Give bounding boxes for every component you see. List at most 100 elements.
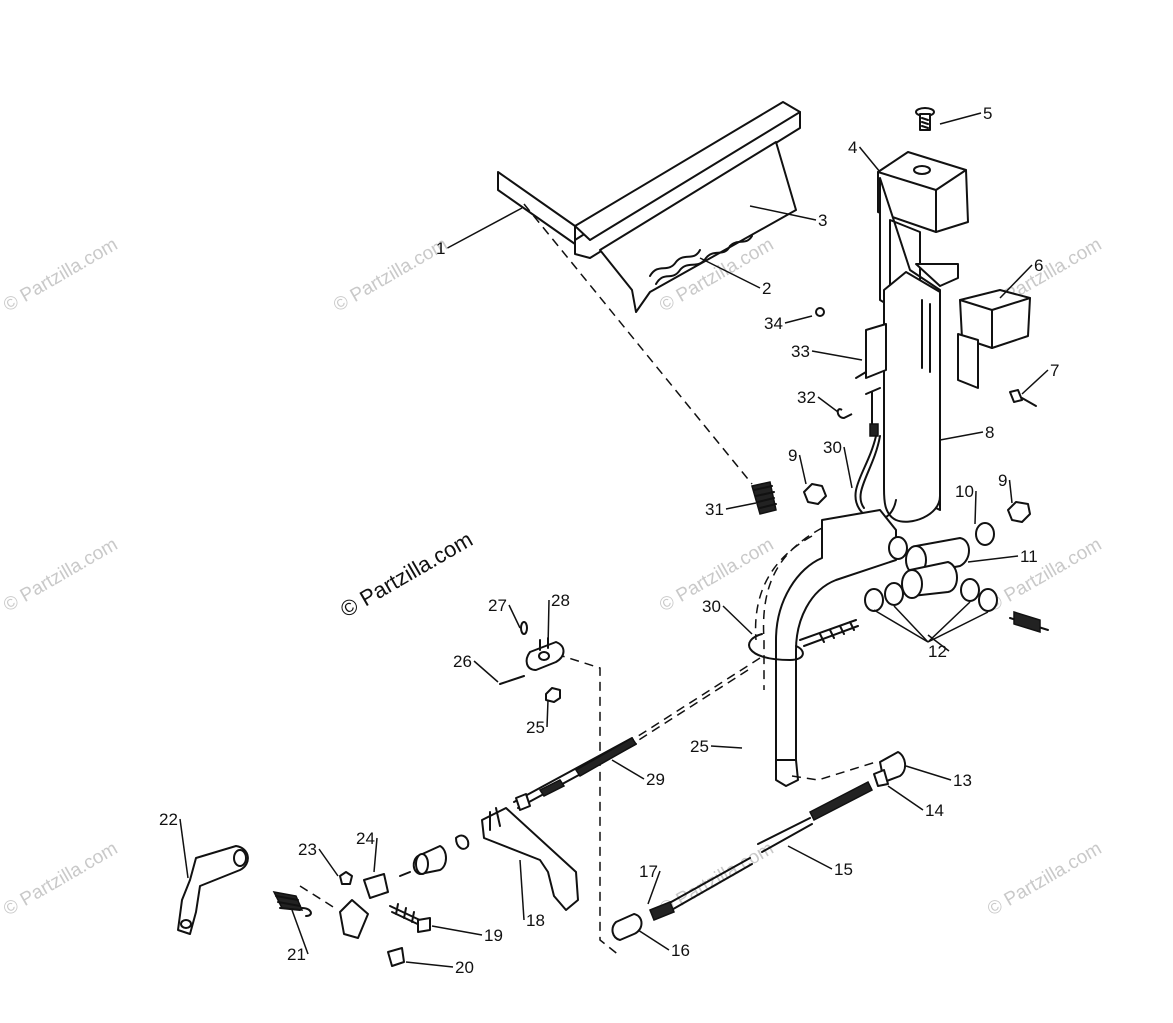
- callout-label: 18: [526, 911, 545, 930]
- callout-leader: [547, 599, 550, 649]
- cable-clip-lower: [748, 633, 804, 661]
- lever-part: [879, 177, 959, 523]
- callout-label: 14: [925, 801, 944, 820]
- linkage-part: [499, 621, 565, 703]
- callout-leader: [179, 818, 189, 879]
- callout-leader: [647, 870, 661, 905]
- routing-lines: [299, 203, 877, 957]
- callout-label: 25: [526, 718, 545, 737]
- callout-leader: [858, 146, 881, 173]
- callout-leader: [1008, 479, 1013, 504]
- callout-leader: [637, 929, 670, 951]
- callout-label: 33: [791, 342, 810, 361]
- callout-leader: [373, 837, 378, 873]
- fitting-part: [339, 845, 447, 967]
- callout-label: 21: [287, 945, 306, 964]
- callout-leader: [519, 859, 525, 921]
- watermark: © Partzilla.com: [0, 234, 121, 316]
- callout-leader: [725, 502, 757, 510]
- callout-label: 8: [985, 423, 994, 442]
- lower-spring-part: [272, 890, 312, 917]
- callout-label: 12: [928, 642, 947, 661]
- callout-leader: [811, 350, 863, 361]
- callout-leader: [974, 490, 977, 525]
- callout-label: 15: [834, 860, 853, 879]
- callout-leader: [873, 609, 929, 643]
- callout-leader: [508, 604, 521, 629]
- callout-label: 2: [762, 279, 771, 298]
- callout-label: 16: [671, 941, 690, 960]
- callout-label: 34: [764, 314, 783, 333]
- callout-leader: [927, 611, 989, 643]
- callout-label: 20: [455, 958, 474, 977]
- cap-part: [877, 151, 969, 233]
- bolt-part: [915, 107, 935, 131]
- callout-label: 27: [488, 596, 507, 615]
- callout-leader: [927, 601, 971, 643]
- callout-label: 26: [453, 652, 472, 671]
- callout-leader: [784, 315, 813, 324]
- bracket-assembly: [497, 101, 801, 313]
- watermark: © Partzilla.com: [984, 838, 1105, 920]
- callout-label: 31: [705, 500, 724, 519]
- cable-loop-upper: [854, 435, 897, 521]
- callout-leader: [999, 264, 1033, 299]
- bushing-set: [799, 483, 1049, 647]
- clip-part: [836, 387, 881, 437]
- callout-leader: [798, 454, 807, 485]
- lower-arm-part: [775, 509, 897, 787]
- callout-label: 5: [983, 104, 992, 123]
- cable-part: [513, 737, 638, 811]
- callout-label: 29: [646, 770, 665, 789]
- callout-label: 24: [356, 829, 375, 848]
- callout-leader: [699, 257, 761, 289]
- callout-leader: [939, 431, 984, 441]
- callout-label: 17: [639, 862, 658, 881]
- callout-leader: [710, 745, 743, 749]
- small-bracket-part: [815, 307, 887, 379]
- callout-label: 22: [159, 810, 178, 829]
- mount-bracket-part: [455, 807, 579, 911]
- callout-label: 30: [702, 597, 721, 616]
- callout-leader: [722, 605, 753, 635]
- callout-label: 28: [551, 591, 570, 610]
- rod-assembly: [611, 751, 906, 941]
- callout-leader: [887, 785, 924, 811]
- watermark-center: © Partzilla.com: [336, 527, 477, 623]
- callout-label: 23: [298, 840, 317, 859]
- callout-leader: [611, 759, 645, 780]
- callout-label: 1: [436, 239, 445, 258]
- callout-leader: [473, 660, 499, 683]
- callout-leader: [893, 605, 929, 643]
- callout-label: 25: [690, 737, 709, 756]
- callout-label: 13: [953, 771, 972, 790]
- callout-label: 10: [955, 482, 974, 501]
- callout-label: 9: [998, 471, 1007, 490]
- callout-leader: [967, 555, 1019, 563]
- callout-leader: [939, 112, 982, 125]
- box-bracket-part: [957, 289, 1031, 389]
- callout-leader: [546, 699, 549, 728]
- callout-label: 32: [797, 388, 816, 407]
- callout-label: 30: [823, 438, 842, 457]
- watermark: © Partzilla.com: [984, 534, 1105, 616]
- screw-part: [1009, 389, 1037, 407]
- callout-leader: [405, 961, 454, 968]
- callout-leader: [291, 909, 309, 955]
- callout-leader: [843, 446, 853, 489]
- callout-leader: [447, 207, 523, 249]
- callout-label: 3: [818, 211, 827, 230]
- callout-leader: [905, 765, 952, 781]
- callout-leader: [749, 205, 817, 221]
- watermark: © Partzilla.com: [0, 838, 121, 920]
- callout-label: 9: [788, 446, 797, 465]
- callout-leader: [817, 396, 839, 413]
- callouts: 1234567899101112131415161718192021222324…: [159, 104, 1059, 977]
- callout-label: 4: [848, 138, 857, 157]
- callout-leader: [431, 925, 483, 936]
- callout-label: 6: [1034, 256, 1043, 275]
- spring-part: [751, 481, 777, 515]
- callout-label: 19: [484, 926, 503, 945]
- watermark: © Partzilla.com: [0, 534, 121, 616]
- callout-leader: [318, 848, 339, 877]
